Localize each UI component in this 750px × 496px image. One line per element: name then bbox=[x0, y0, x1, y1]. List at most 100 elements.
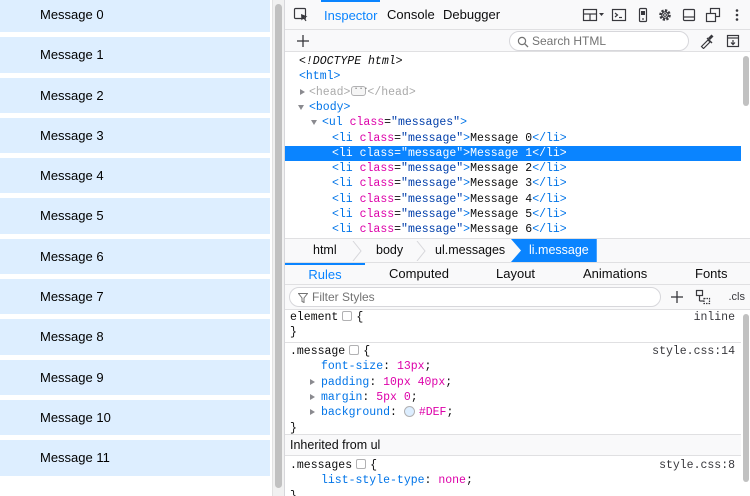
cls-button[interactable]: .cls bbox=[728, 291, 746, 303]
responsive-design-icon[interactable] bbox=[581, 5, 607, 25]
rule-close-brace: } bbox=[290, 326, 297, 340]
list-item[interactable]: Message 10 bbox=[0, 399, 270, 436]
markup-line-li[interactable]: <li class="message">Message 6</li> bbox=[332, 223, 567, 237]
dock-icon[interactable] bbox=[679, 5, 699, 25]
toggle-pseudo-class-icon[interactable] bbox=[693, 287, 713, 307]
search-input[interactable] bbox=[532, 33, 682, 49]
expand-toggle-icon[interactable] bbox=[310, 378, 315, 385]
expand-toggle-icon[interactable] bbox=[300, 88, 305, 95]
color-swatch-icon[interactable] bbox=[403, 406, 415, 418]
rule-element-header[interactable]: element{ inline bbox=[290, 311, 735, 324]
search-icon bbox=[517, 36, 529, 48]
filter-styles-box bbox=[289, 287, 661, 307]
tab-inspector[interactable]: Inspector bbox=[321, 0, 381, 30]
breadcrumb-ul-messages[interactable]: ul.messages bbox=[435, 243, 506, 257]
expand-toggle-icon[interactable] bbox=[310, 393, 315, 400]
collapsed-ellipsis-icon[interactable] bbox=[351, 82, 368, 97]
breadcrumb-separator-icon bbox=[416, 241, 426, 261]
markup-line-li[interactable]: <li class="message">Message 4</li> bbox=[332, 192, 567, 206]
rule-gear-icon[interactable] bbox=[349, 345, 360, 355]
list-item[interactable]: Message 0 bbox=[0, 0, 270, 33]
rule-divider bbox=[285, 342, 741, 343]
messages-list: Message 0 Message 1 Message 2 Message 3 … bbox=[0, 0, 270, 481]
settings-icon[interactable] bbox=[655, 5, 675, 25]
rules-scrollbar[interactable] bbox=[741, 310, 750, 496]
list-item[interactable]: Message 6 bbox=[0, 238, 270, 275]
declaration-margin[interactable]: margin: 5px 0; bbox=[285, 390, 741, 405]
rules-toolbar: .cls bbox=[285, 285, 750, 310]
breadcrumb-html[interactable]: html bbox=[313, 243, 337, 257]
expand-toggle-icon[interactable] bbox=[310, 409, 315, 416]
list-item[interactable]: Message 7 bbox=[0, 279, 270, 315]
markup-line-li[interactable]: <li class="message">Message 0</li> bbox=[332, 131, 567, 145]
list-item[interactable]: Message 11 bbox=[0, 440, 270, 476]
screenshot-node-icon[interactable] bbox=[723, 31, 743, 51]
tab-debugger[interactable]: Debugger bbox=[443, 7, 501, 22]
rules-view: element{ inline } .message{ style.css:14… bbox=[285, 310, 741, 496]
page-scrollbar-thumb[interactable] bbox=[275, 4, 282, 488]
markup-line-doctype[interactable]: <!DOCTYPE html> bbox=[299, 55, 403, 68]
element-picker-icon[interactable] bbox=[291, 5, 311, 25]
rule-message-header[interactable]: .message{ style.css:14 bbox=[290, 345, 735, 358]
list-item[interactable]: Message 5 bbox=[0, 198, 270, 234]
eyedropper-icon[interactable] bbox=[697, 31, 717, 51]
rule-gear-icon[interactable] bbox=[342, 311, 353, 321]
rule-close-brace: } bbox=[285, 489, 741, 496]
markup-view: <!DOCTYPE html> <html> <head></head> <bo… bbox=[285, 52, 741, 238]
tab-layout[interactable]: Layout bbox=[496, 266, 536, 281]
add-rule-icon[interactable] bbox=[667, 287, 687, 307]
markup-toolbar bbox=[285, 30, 750, 52]
breadcrumb-separator-icon bbox=[352, 241, 362, 261]
markup-line-head[interactable]: <head></head> bbox=[285, 82, 741, 100]
inherited-header: Inherited from ul bbox=[285, 434, 741, 456]
rule-source-link[interactable]: style.css:8 bbox=[659, 459, 735, 472]
rules-scrollbar-thumb[interactable] bbox=[743, 314, 749, 482]
markup-line-li[interactable]: <li class="message">Message 3</li> bbox=[332, 177, 567, 191]
rule-source-link[interactable]: style.css:14 bbox=[652, 345, 735, 358]
markup-scrollbar[interactable] bbox=[741, 52, 750, 238]
tab-console[interactable]: Console bbox=[387, 7, 435, 22]
breadcrumb: html body ul.messages li.message bbox=[285, 238, 750, 263]
list-item[interactable]: Message 9 bbox=[0, 359, 270, 395]
markup-line-body[interactable]: <body> bbox=[285, 100, 741, 115]
list-item[interactable]: Message 8 bbox=[0, 319, 270, 355]
rule-messages-header[interactable]: .messages{ style.css:8 bbox=[290, 459, 735, 472]
markup-line-html[interactable]: <html> bbox=[299, 70, 341, 84]
collapse-toggle-icon[interactable] bbox=[311, 120, 317, 126]
markup-line-li[interactable]: <li class="message">Message 5</li> bbox=[332, 208, 567, 221]
more-icon[interactable] bbox=[727, 5, 747, 25]
list-item[interactable]: Message 1 bbox=[0, 37, 270, 73]
devtools-toolbar: Inspector Console Debugger bbox=[285, 0, 750, 30]
markup-scrollbar-thumb[interactable] bbox=[743, 56, 749, 106]
markup-line-ul[interactable]: <ul class="messages"> bbox=[285, 115, 741, 130]
tab-fonts[interactable]: Fonts bbox=[695, 266, 728, 281]
rule-close-brace: } bbox=[290, 421, 297, 435]
rule-gear-icon[interactable] bbox=[356, 459, 367, 469]
tab-computed[interactable]: Computed bbox=[389, 266, 449, 281]
markup-line-li[interactable]: <li class="message">Message 2</li> bbox=[332, 162, 567, 176]
tab-animations[interactable]: Animations bbox=[583, 266, 648, 281]
breadcrumb-li-message[interactable]: li.message bbox=[511, 239, 597, 262]
collapse-toggle-icon[interactable] bbox=[298, 104, 304, 110]
sidebar-tabs: Rules Computed Layout Animations Fonts bbox=[285, 263, 750, 285]
tab-rules[interactable]: Rules bbox=[285, 263, 365, 285]
markup-line-li[interactable]: <li class="message">Message 1</li> bbox=[285, 145, 741, 162]
list-item[interactable]: Message 2 bbox=[0, 77, 270, 113]
page-scrollbar[interactable] bbox=[272, 0, 284, 496]
split-console-icon[interactable] bbox=[609, 5, 629, 25]
page-content: Message 0 Message 1 Message 2 Message 3 … bbox=[0, 0, 272, 496]
declaration-padding[interactable]: padding: 10px 40px; bbox=[285, 375, 741, 390]
declaration-background[interactable]: background: #DEF; bbox=[285, 405, 741, 420]
undock-icon[interactable] bbox=[703, 5, 723, 25]
add-node-icon[interactable] bbox=[295, 32, 311, 50]
rule-source-link[interactable]: inline bbox=[693, 311, 735, 324]
filter-styles-input[interactable] bbox=[312, 289, 652, 305]
devtools-panel: Inspector Console Debugger bbox=[284, 0, 750, 496]
list-item[interactable]: Message 3 bbox=[0, 117, 270, 154]
list-item[interactable]: Message 4 bbox=[0, 158, 270, 194]
declaration-font-size[interactable]: font-size: 13px; bbox=[321, 360, 432, 374]
mobile-icon[interactable] bbox=[633, 5, 653, 25]
search-html-box bbox=[509, 31, 689, 51]
breadcrumb-body[interactable]: body bbox=[376, 243, 404, 257]
declaration-list-style-type[interactable]: list-style-type: none; bbox=[321, 474, 473, 488]
